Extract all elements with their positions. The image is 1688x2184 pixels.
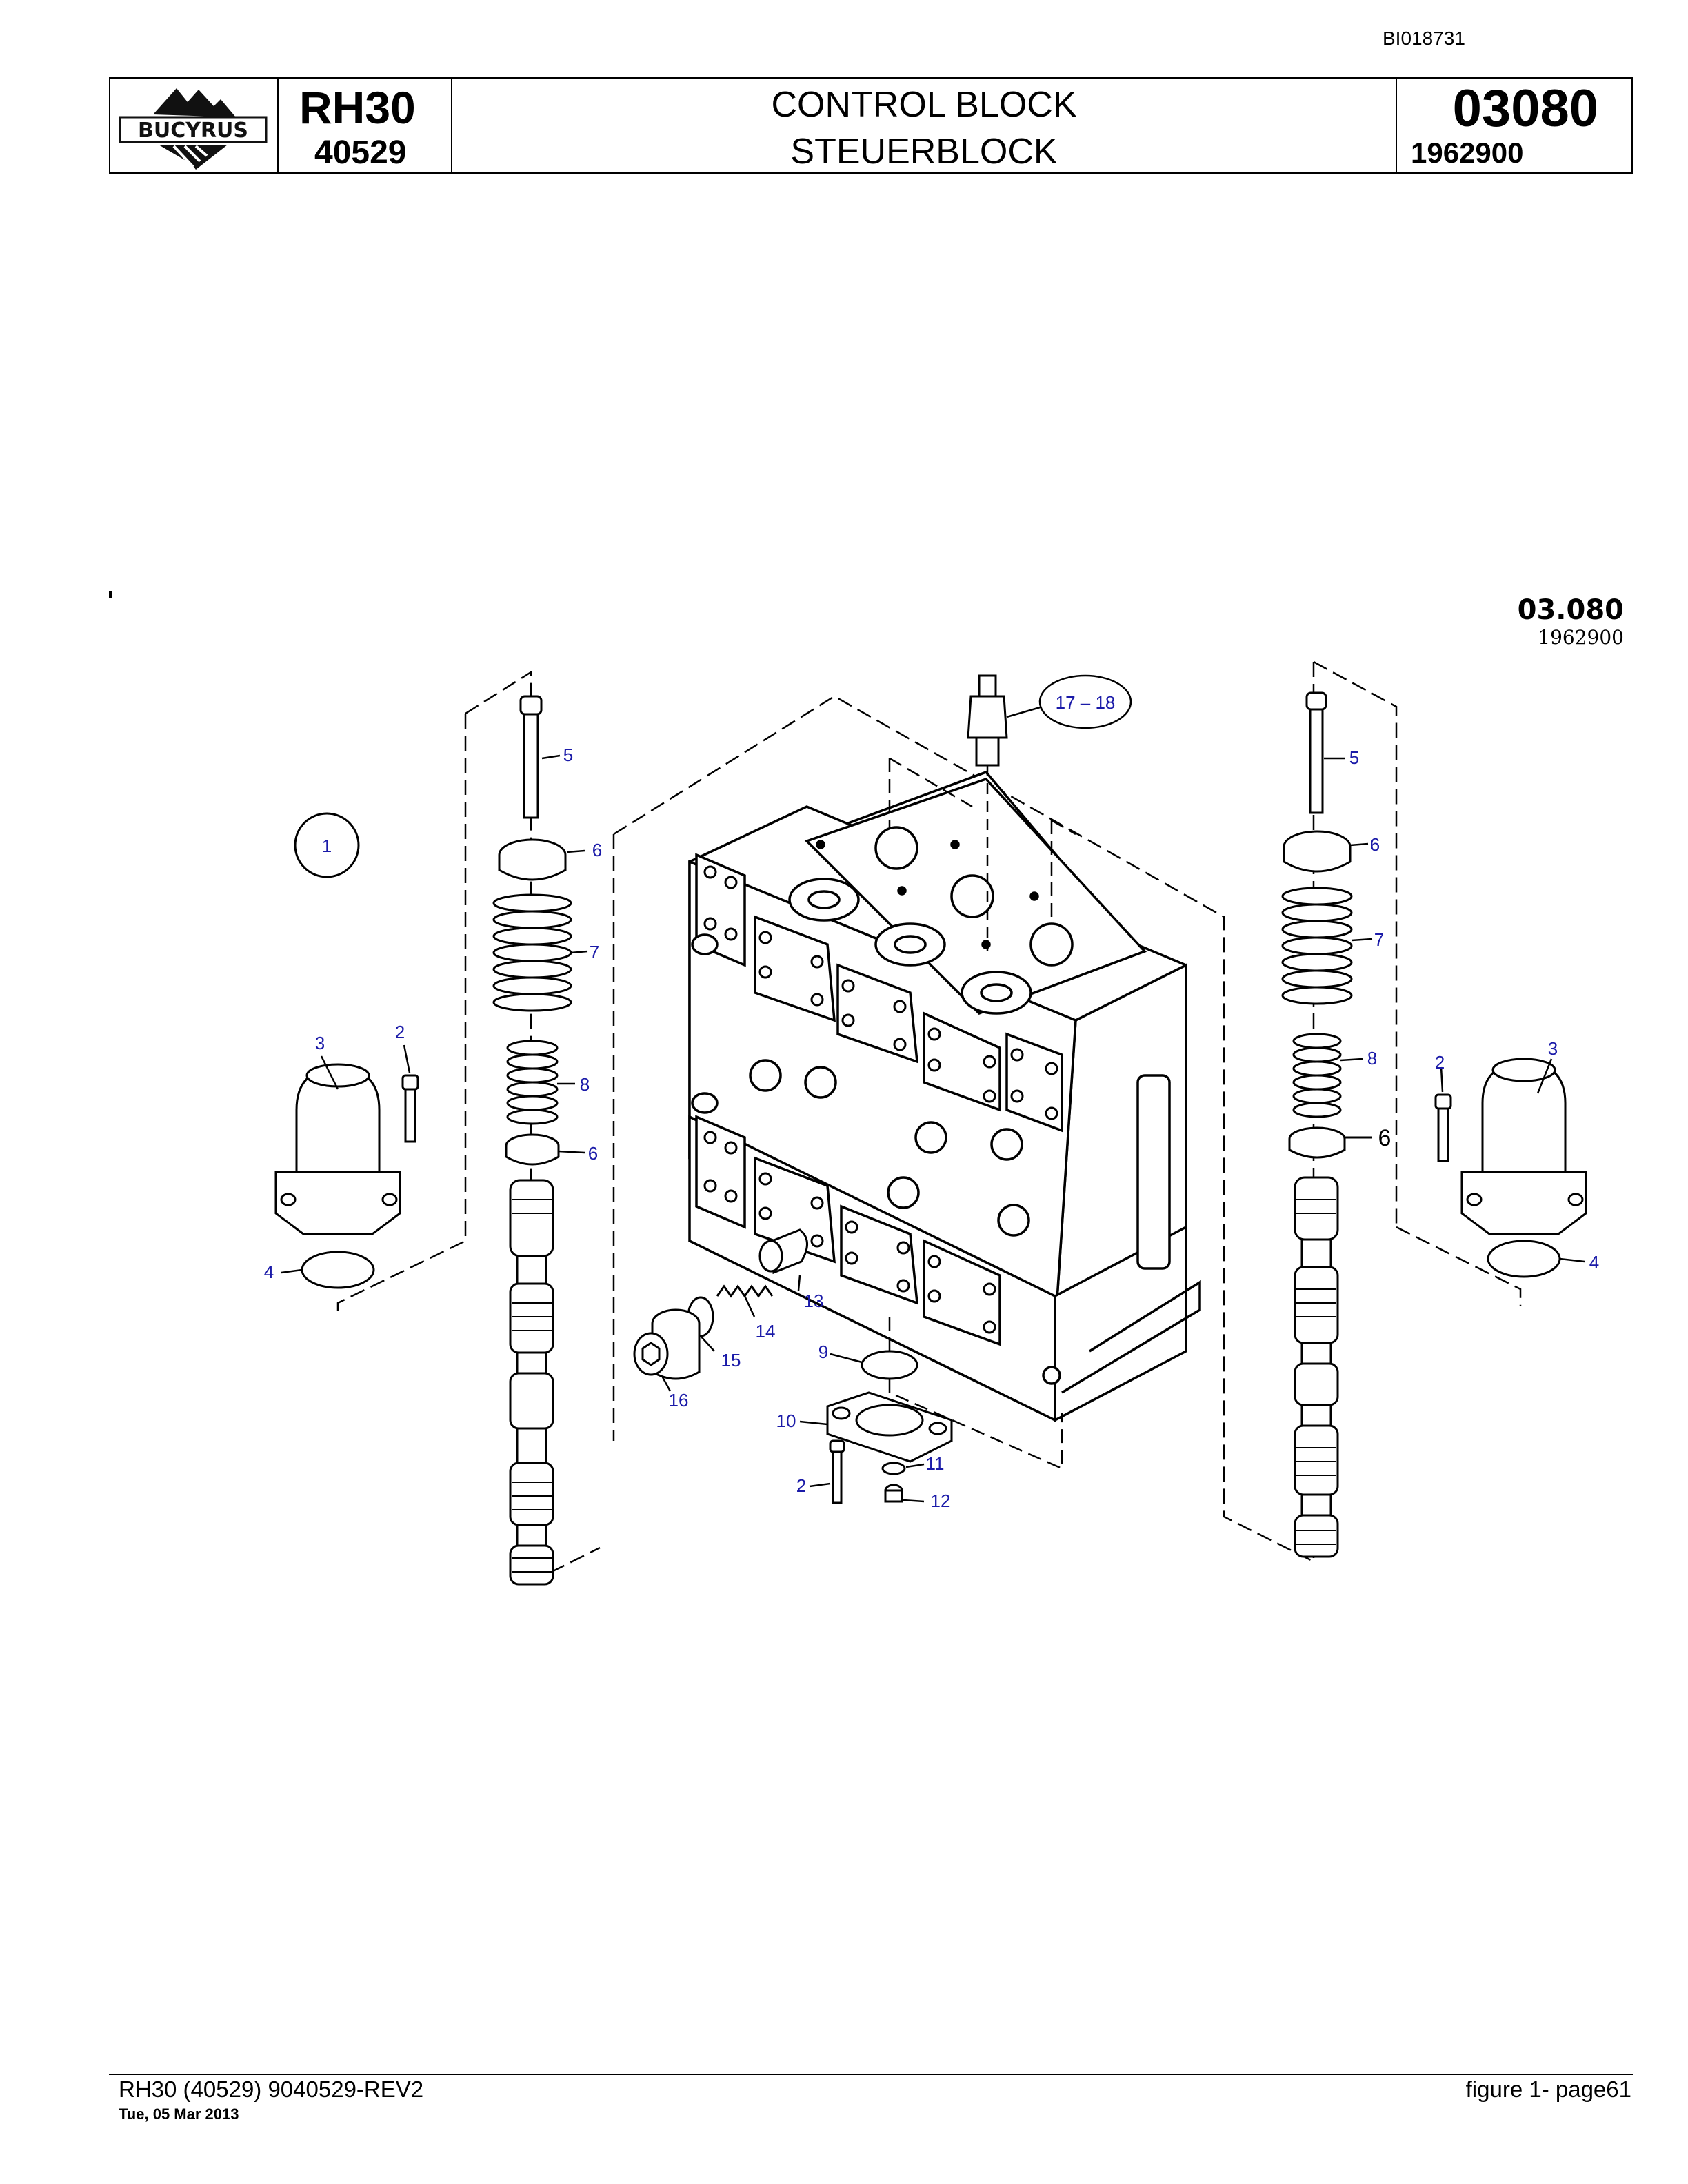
callout-2-bottom: 2 [796, 1475, 806, 1496]
footer-date: Tue, 05 Mar 2013 [119, 2105, 239, 2123]
model-cell: RH30 40529 [279, 79, 452, 172]
callout-2-right: 2 [1435, 1052, 1445, 1073]
callout-2-left: 2 [395, 1022, 405, 1042]
callout-12: 12 [931, 1490, 951, 1511]
callout-3-right: 3 [1548, 1038, 1558, 1059]
assembly-callout [294, 812, 360, 878]
callout-14: 14 [756, 1321, 776, 1342]
callout-17-18: 17 – 18 [1056, 692, 1116, 713]
cap-assembly-right [1434, 1058, 1587, 1278]
fitting-17-18 [967, 674, 1132, 951]
document-id: BI018731 [1383, 28, 1465, 49]
callout-3-left: 3 [315, 1033, 325, 1053]
title-block: BUCYRUS RH30 40529 CONTROL BLOCK STEUERB… [109, 77, 1633, 174]
diagram-stamp-group: 03.080 [1518, 594, 1624, 626]
title-cell: CONTROL BLOCK STEUERBLOCK [452, 79, 1397, 172]
callout-5-left: 5 [563, 745, 573, 765]
callout-4-right: 4 [1589, 1252, 1599, 1273]
callout-5-right: 5 [1349, 747, 1359, 768]
cap-assembly-left [274, 1044, 419, 1289]
diagram-stamp-part: 1962900 [1538, 626, 1624, 649]
exploded-parts-diagram: 03.080 1962900 [109, 592, 1624, 1586]
callout-11: 11 [926, 1453, 945, 1474]
part-number: 1962900 [1411, 136, 1524, 169]
group-number: 03080 [1452, 79, 1598, 138]
callout-10: 10 [776, 1410, 796, 1431]
callout-13: 13 [804, 1291, 824, 1311]
callout-6-left-top: 6 [592, 840, 602, 860]
valve-stack-right [1223, 660, 1522, 1564]
serial-number: 40529 [314, 134, 407, 171]
callout-7-left: 7 [590, 942, 599, 962]
valve-stack-left [336, 670, 601, 1586]
callout-8-left: 8 [580, 1074, 590, 1095]
bottom-parts [633, 1228, 953, 1504]
callout-16: 16 [669, 1390, 689, 1410]
bucyrus-logo: BUCYRUS [119, 88, 268, 170]
callout-8-right: 8 [1367, 1048, 1377, 1069]
callout-1: 1 [322, 836, 332, 856]
logo-text: BUCYRUS [138, 119, 248, 143]
title-german: STEUERBLOCK [790, 132, 1058, 172]
callout-7-right: 7 [1374, 929, 1384, 950]
callout-4-left: 4 [264, 1262, 274, 1282]
number-cell: 03080 1962900 [1397, 79, 1633, 172]
title-english: CONTROL BLOCK [771, 85, 1077, 125]
footer-rule [109, 2074, 1633, 2075]
callout-6-right-bottom: 6 [1378, 1125, 1391, 1151]
footer-page-reference: figure 1- page61 [1465, 2076, 1631, 2102]
model-code: RH30 [299, 82, 416, 133]
footer-document-reference: RH30 (40529) 9040529-REV2 [119, 2076, 424, 2102]
callout-6-left-bottom: 6 [588, 1143, 598, 1164]
control-block-body [612, 695, 1225, 1517]
callout-15: 15 [721, 1350, 741, 1371]
callout-6-right-top: 6 [1370, 834, 1380, 855]
logo-cell: BUCYRUS [110, 79, 279, 172]
callout-labels: 1 2 3 4 5 6 7 8 6 17 – 18 5 6 7 8 6 2 3 … [264, 692, 1599, 1511]
callout-9: 9 [818, 1342, 828, 1362]
